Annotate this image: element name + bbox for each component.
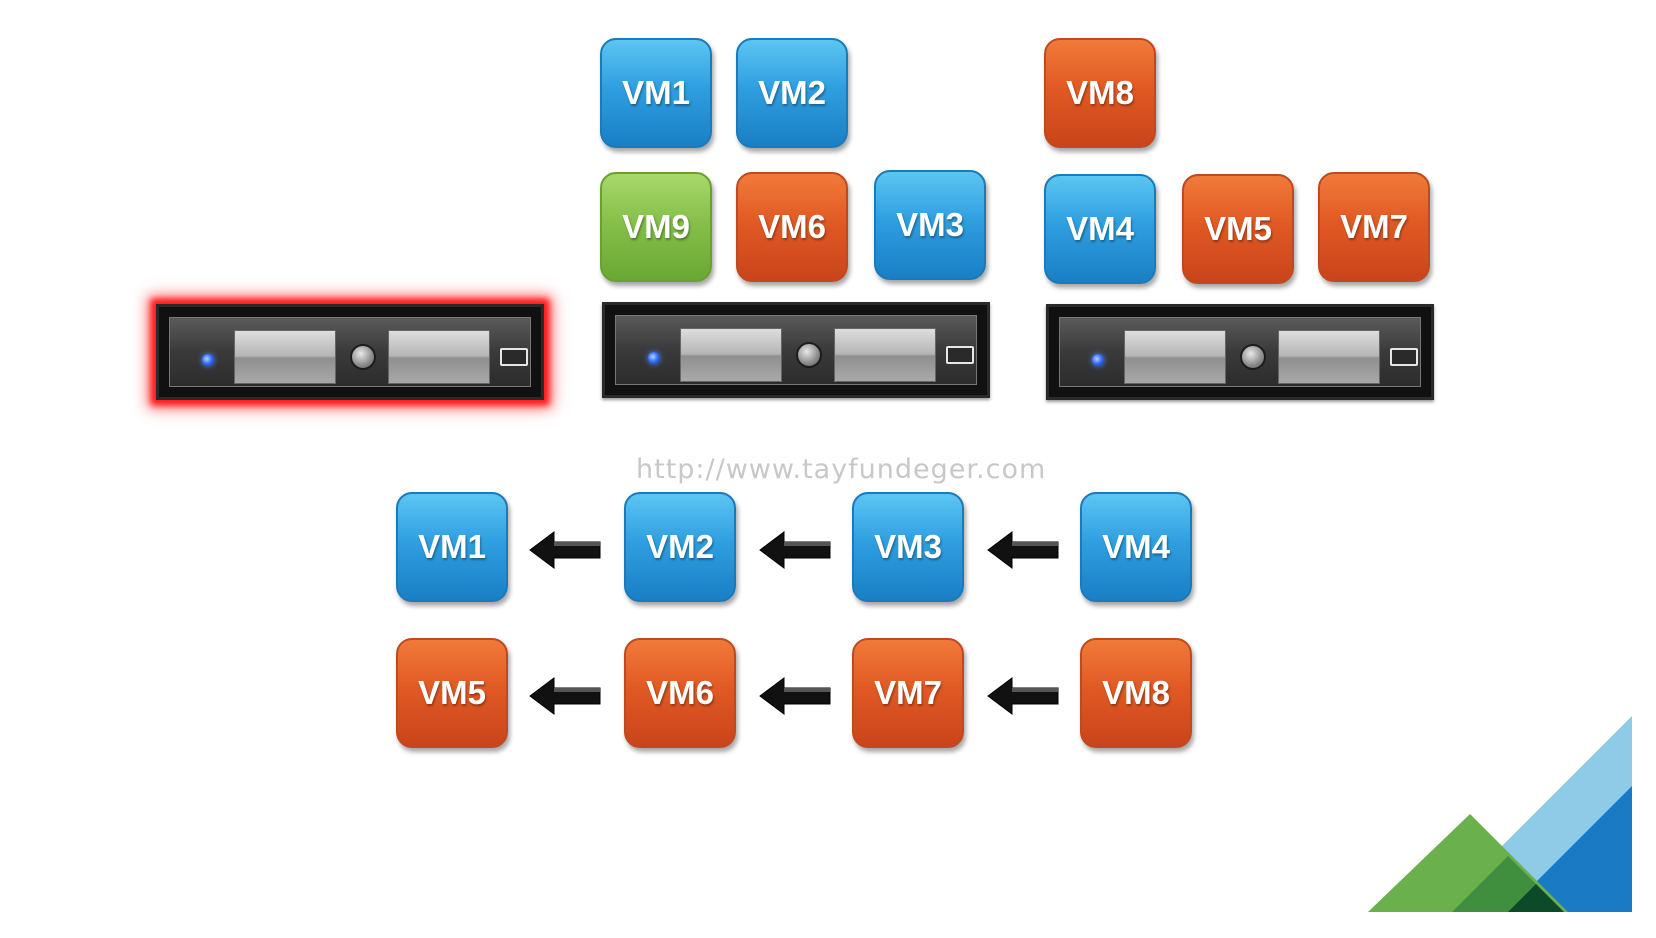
server-face — [615, 315, 977, 385]
arrow-left-icon — [529, 531, 601, 569]
host-server — [602, 302, 990, 398]
vm-tile: VM5 — [396, 638, 508, 748]
server-face — [169, 317, 531, 387]
failed-host-server — [156, 304, 544, 400]
drive-bay — [234, 330, 336, 384]
vm-tile: VM7 — [852, 638, 964, 748]
vm-tile: VM8 — [1080, 638, 1192, 748]
server-face — [1059, 317, 1421, 387]
vm-tile: VM1 — [396, 492, 508, 602]
vm-tile: VM4 — [1080, 492, 1192, 602]
vm-tile: VM6 — [624, 638, 736, 748]
vm-tile: VM2 — [736, 38, 848, 148]
host-server — [1046, 304, 1434, 400]
vm-tile: VM1 — [600, 38, 712, 148]
power-led-icon — [202, 354, 214, 366]
port-icon — [500, 348, 528, 366]
power-button-icon — [350, 344, 376, 370]
port-icon — [946, 346, 974, 364]
arrow-left-icon — [759, 531, 831, 569]
port-icon — [1390, 348, 1418, 366]
drive-bay — [1278, 330, 1380, 384]
power-button-icon — [796, 342, 822, 368]
vm-tile: VM5 — [1182, 174, 1294, 284]
vm-tile: VM4 — [1044, 174, 1156, 284]
arrow-left-icon — [987, 677, 1059, 715]
drive-bay — [680, 328, 782, 382]
drive-bay — [1124, 330, 1226, 384]
brand-corner-logo-icon — [1368, 716, 1632, 912]
drive-bay — [388, 330, 490, 384]
vm-tile: VM3 — [852, 492, 964, 602]
power-led-icon — [648, 352, 660, 364]
drive-bay — [834, 328, 936, 382]
vm-tile: VM8 — [1044, 38, 1156, 148]
arrow-left-icon — [759, 677, 831, 715]
vm-tile: VM3 — [874, 170, 986, 280]
arrow-left-icon — [529, 677, 601, 715]
arrow-left-icon — [987, 531, 1059, 569]
watermark-url: http://www.tayfundeger.com — [636, 454, 1047, 485]
vm-tile: VM9 — [600, 172, 712, 282]
vm-tile: VM2 — [624, 492, 736, 602]
vm-tile: VM6 — [736, 172, 848, 282]
power-button-icon — [1240, 344, 1266, 370]
vm-tile: VM7 — [1318, 172, 1430, 282]
power-led-icon — [1092, 354, 1104, 366]
